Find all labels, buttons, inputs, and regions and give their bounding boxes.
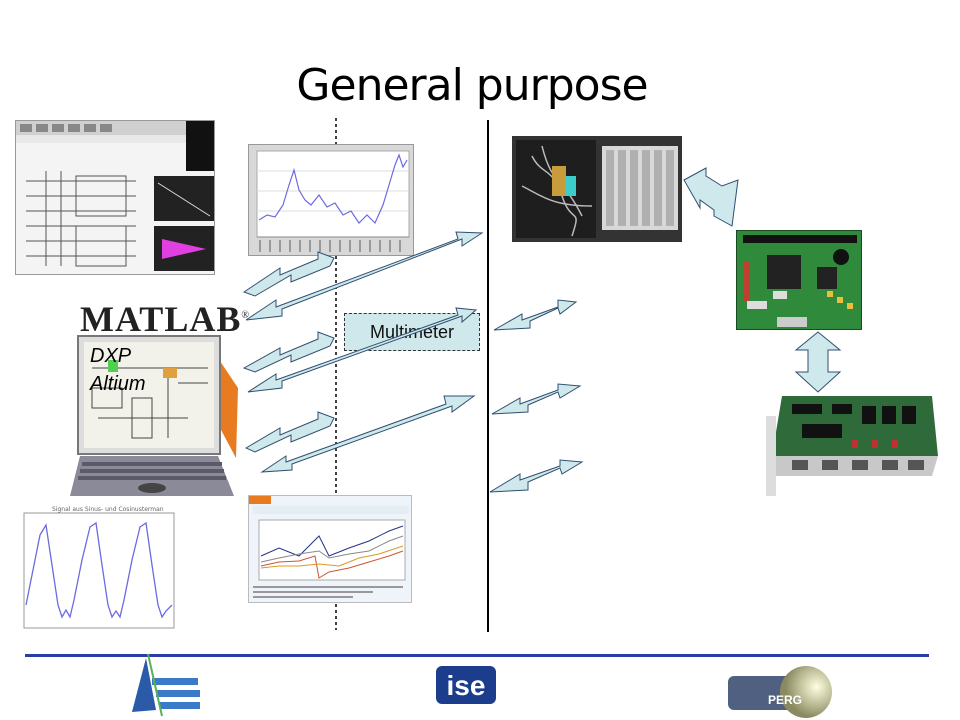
data-plot-bottom <box>248 495 412 603</box>
double-arrow-4 <box>247 307 478 393</box>
signal-plot: Signal aus Sinus- und Cosinusterman <box>12 505 182 640</box>
double-arrow-1 <box>242 251 335 297</box>
double-arrow-9 <box>489 459 584 493</box>
vme-card <box>762 396 938 496</box>
software-screenshot <box>15 120 215 275</box>
pcb-board <box>736 230 862 330</box>
double-arrow-pcb-vme <box>794 331 842 393</box>
instrument-rack <box>512 136 682 242</box>
dxp-label: DXP <box>90 345 132 367</box>
laptop-icon <box>68 328 238 498</box>
logo-left <box>132 653 200 717</box>
altium-label: Altium <box>90 373 146 395</box>
double-arrow-rack-pcb <box>683 167 739 227</box>
logo-ise-text: ise <box>447 670 486 701</box>
double-arrow-5 <box>244 411 335 453</box>
double-arrow-8 <box>491 383 582 415</box>
double-arrow-7 <box>493 299 578 331</box>
svg-text:Signal aus Sinus- und Cosinust: Signal aus Sinus- und Cosinusterman <box>52 506 164 513</box>
data-plot-top <box>248 144 414 256</box>
double-arrow-3 <box>242 331 335 373</box>
matlab-logo: MATLAB® <box>80 299 250 339</box>
logo-perg-text: PERG <box>768 693 802 707</box>
double-arrow-2 <box>245 231 484 321</box>
double-arrow-6 <box>260 395 476 473</box>
slide-title: General purpose <box>296 60 648 111</box>
footer-line <box>25 654 929 657</box>
logo-perg: PERG <box>728 666 832 718</box>
logo-ise: ise <box>436 666 496 704</box>
